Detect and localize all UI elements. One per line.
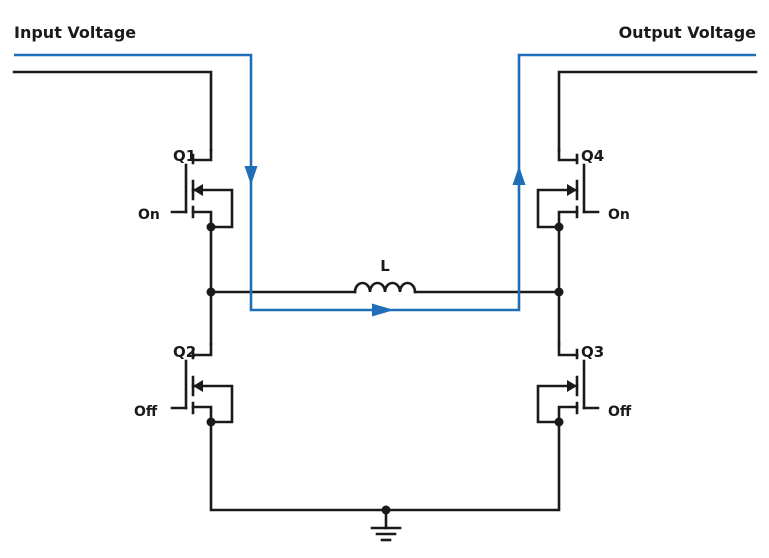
input-voltage-label: Input Voltage [14, 23, 136, 42]
right-switch-junction [554, 287, 564, 297]
current-arrow-right [372, 303, 394, 317]
q3-source-junction [554, 417, 564, 427]
q1-source-junction [206, 222, 216, 232]
transistor-q3 [536, 342, 600, 424]
q1-label: Q1 [173, 147, 196, 165]
left-switch-junction [206, 287, 216, 297]
q3-state-label: Off [608, 404, 632, 420]
current-arrow-down [244, 166, 258, 185]
q2-state-label: Off [134, 404, 158, 420]
transistor-q1 [170, 148, 234, 229]
transistor-q2 [170, 342, 234, 424]
q4-state-label: On [608, 207, 630, 223]
inductor-coil [353, 281, 417, 294]
output-rail-wire [557, 70, 758, 152]
transistor-q4 [536, 148, 600, 229]
input-rail-wire [12, 70, 213, 152]
q3-label: Q3 [581, 343, 604, 361]
ground-junction [381, 505, 391, 515]
inductor-label: L [380, 257, 390, 275]
ground-rail-wire [209, 420, 561, 512]
q2-label: Q2 [173, 343, 196, 361]
output-voltage-label: Output Voltage [619, 23, 757, 42]
q4-source-junction [554, 222, 564, 232]
q4-label: Q4 [581, 147, 604, 165]
current-arrow-up [512, 166, 526, 185]
q1-state-label: On [138, 207, 160, 223]
q2-source-junction [206, 417, 216, 427]
